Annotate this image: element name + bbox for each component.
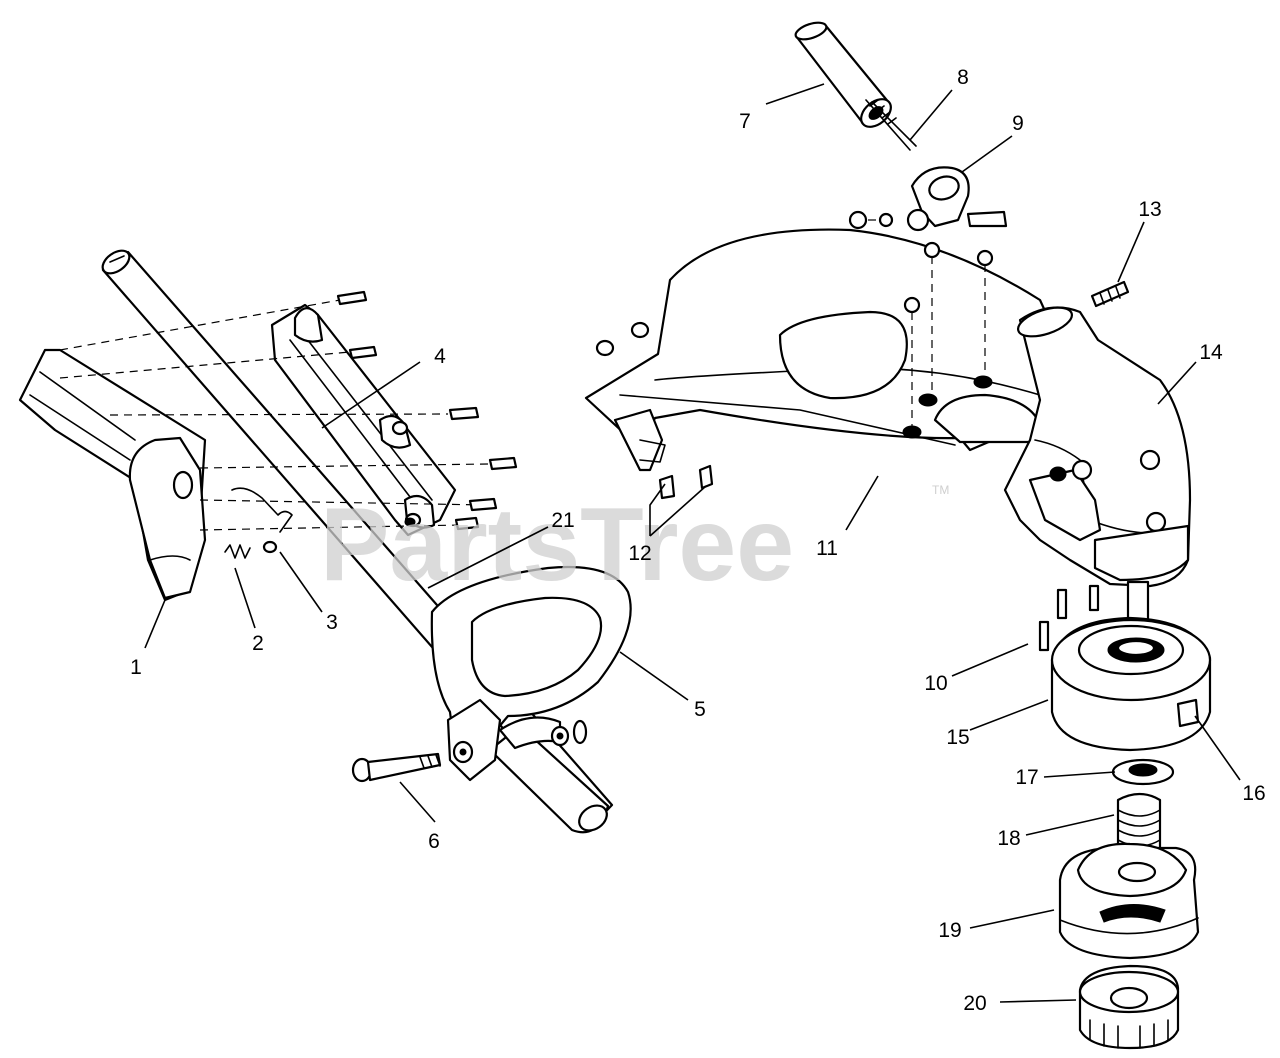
callout-7: 7 bbox=[739, 110, 751, 133]
callout-9: 9 bbox=[1012, 112, 1024, 135]
callout-19: 19 bbox=[938, 919, 961, 942]
callout-numbers: 1 2 3 4 5 6 7 8 9 10 11 12 13 14 15 16 1… bbox=[130, 66, 1266, 1015]
debris-shield-drawing bbox=[584, 228, 1052, 500]
gear-head-drawing bbox=[1003, 306, 1192, 622]
callout-5: 5 bbox=[694, 698, 706, 721]
upper-shaft-drawing bbox=[794, 21, 892, 128]
callout-8: 8 bbox=[957, 66, 969, 89]
spring-and-nut-drawing bbox=[224, 487, 293, 559]
callout-21: 21 bbox=[551, 509, 574, 532]
callout-17: 17 bbox=[1015, 766, 1038, 789]
callout-leaders bbox=[144, 83, 1241, 1003]
callout-18: 18 bbox=[997, 827, 1020, 850]
watermark: PartsTree TM bbox=[320, 483, 949, 603]
callout-11: 11 bbox=[816, 537, 838, 560]
watermark-text: PartsTree bbox=[320, 487, 794, 603]
callout-12: 12 bbox=[628, 542, 651, 565]
screws-10-drawing bbox=[1038, 584, 1100, 652]
spool-housing-drawing bbox=[1050, 616, 1212, 752]
spool-drawing bbox=[1058, 842, 1200, 960]
callout-14: 14 bbox=[1199, 341, 1223, 364]
handle-screws-drawing bbox=[59, 290, 518, 531]
watermark-trademark: TM bbox=[932, 483, 949, 497]
handle-bolt-drawing bbox=[351, 752, 442, 783]
callout-13: 13 bbox=[1138, 198, 1161, 221]
shaft-clamp-drawing bbox=[848, 166, 1008, 232]
callout-3: 3 bbox=[326, 611, 338, 634]
callout-6: 6 bbox=[428, 830, 440, 853]
callout-20: 20 bbox=[963, 992, 986, 1015]
screw-13-drawing bbox=[1090, 280, 1130, 308]
callout-10: 10 bbox=[924, 672, 947, 695]
assist-handle-drawing bbox=[430, 565, 632, 782]
washer-drawing bbox=[1111, 758, 1175, 786]
bump-knob-drawing bbox=[1078, 964, 1180, 1050]
handle-clamp-lower-drawing bbox=[18, 348, 207, 602]
screw-8-drawing bbox=[865, 99, 917, 151]
callout-15: 15 bbox=[946, 726, 969, 749]
callout-1: 1 bbox=[130, 656, 142, 679]
callout-2: 2 bbox=[252, 632, 264, 655]
callout-4: 4 bbox=[434, 345, 446, 368]
callout-16: 16 bbox=[1242, 782, 1265, 805]
